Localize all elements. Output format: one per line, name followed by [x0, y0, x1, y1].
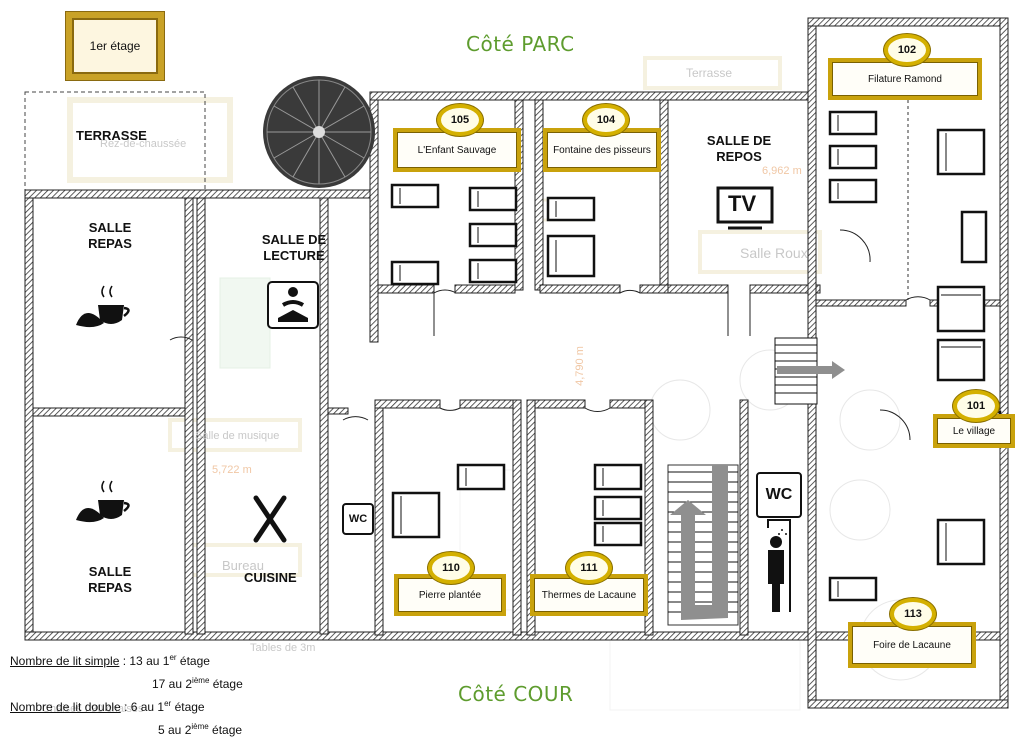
ghost-salle-musique: Salle de musique — [195, 430, 280, 442]
ghost-chairs: Chaises : 90 chaises — [42, 703, 144, 715]
top-title: Côté PARC — [466, 32, 575, 56]
single-bed-sup-1: er — [169, 653, 177, 662]
single-bed — [390, 260, 440, 286]
single-bed-floor-1: étage — [176, 654, 210, 668]
single-bed — [960, 210, 988, 264]
terrasse-label: TERRASSE — [76, 128, 147, 143]
tv-icon — [716, 186, 774, 230]
single-bed — [593, 495, 643, 521]
double-bed-count-2: 5 au 2 — [158, 723, 192, 737]
single-bed-label: Nombre de lit simple — [10, 654, 120, 668]
room-101-label: Le village — [933, 414, 1015, 448]
double-bed-label: Nombre de lit double — [10, 700, 121, 714]
single-bed — [593, 463, 643, 491]
single-bed — [390, 183, 440, 209]
single-bed — [828, 576, 878, 602]
single-bed — [828, 144, 878, 170]
room-113-badge: 113 — [890, 598, 936, 630]
room-104-badge: 104 — [583, 104, 629, 136]
ghost-table-note: Tables de 3m — [250, 642, 316, 654]
double-bed-floor-2: étage — [208, 723, 243, 737]
room-105-badge: 105 — [437, 104, 483, 136]
single-bed — [828, 178, 878, 204]
salle-lecture: SALLE DE LECTURE — [261, 232, 327, 263]
wc-large: WC — [756, 472, 802, 518]
room-105-label: L'Enfant Sauvage — [393, 128, 521, 172]
room-101-badge: 101 — [953, 390, 999, 422]
cuisine-label: CUISINE — [244, 570, 297, 585]
room-102-badge: 102 — [884, 34, 930, 66]
single-bed — [546, 196, 596, 222]
staircase — [667, 464, 739, 626]
salle-repas-top: SALLE REPAS — [88, 220, 132, 251]
single-bed-sup-2: ième — [192, 676, 210, 685]
staircase-small — [774, 337, 845, 405]
shower-person-icon — [767, 519, 791, 612]
ghost-dim-b: 6,962 m — [762, 165, 802, 177]
double-bed-line-2: 5 au 2ième étage — [10, 717, 310, 740]
single-bed — [936, 128, 986, 176]
coffee-icon — [76, 285, 130, 328]
ghost-dim-a: 5,722 m — [212, 464, 252, 476]
single-bed — [593, 521, 643, 547]
ghost-dim-c: 4,790 m — [573, 346, 586, 386]
single-bed — [456, 463, 506, 491]
double-bed-floor-1: étage — [171, 700, 205, 714]
salle-repos: SALLE DE REPOS — [706, 133, 772, 164]
single-bed — [468, 258, 518, 284]
coffee-icon — [76, 480, 130, 523]
room-110-badge: 110 — [428, 552, 474, 584]
double-bed-sup-2: ième — [191, 722, 209, 731]
double-bed-count-1: : 6 au 1 — [124, 700, 165, 714]
bed-count-notes: Nombre de lit simple : 13 au 1er étage 1… — [10, 648, 310, 740]
reading-icon — [267, 281, 319, 329]
single-bed-count-1: : 13 au 1 — [122, 654, 170, 668]
single-bed-count-2: 17 au 2 — [152, 677, 193, 691]
salle-repas-bottom: SALLE REPAS — [88, 564, 132, 595]
single-bed — [828, 110, 878, 136]
single-bed — [391, 491, 441, 539]
ghost-terrasse: Terrasse — [686, 66, 733, 80]
single-bed-floor-2: étage — [209, 677, 243, 691]
wc-small: WC — [342, 503, 374, 535]
beds — [390, 110, 1002, 602]
single-bed — [936, 285, 986, 333]
floor-label: 1er étage — [66, 12, 164, 80]
single-bed — [546, 234, 596, 278]
single-bed — [936, 338, 986, 382]
single-bed — [468, 222, 518, 248]
room-111-badge: 111 — [566, 552, 612, 584]
doors — [169, 229, 931, 441]
single-bed — [468, 186, 518, 212]
cutlery-icon — [253, 495, 287, 543]
single-bed-line-1: Nombre de lit simple : 13 au 1er étage — [10, 648, 310, 671]
double-bed-sup-1: er — [164, 699, 172, 708]
ghost-salle-roux: Salle Roux — [740, 245, 808, 261]
tv-label: TV — [728, 191, 757, 216]
ghost-ground-floor: Rez-de-chaussée — [100, 138, 187, 150]
spiral-staircase-icon — [263, 76, 375, 188]
double-bed-line-1: Nombre de lit double : 6 au 1er étage — [10, 694, 310, 717]
single-bed — [936, 518, 986, 566]
single-bed-line-2: 17 au 2ième étage — [10, 671, 310, 694]
bottom-title: Côté COUR — [458, 682, 574, 706]
ghost-bureau: Bureau — [222, 558, 264, 573]
